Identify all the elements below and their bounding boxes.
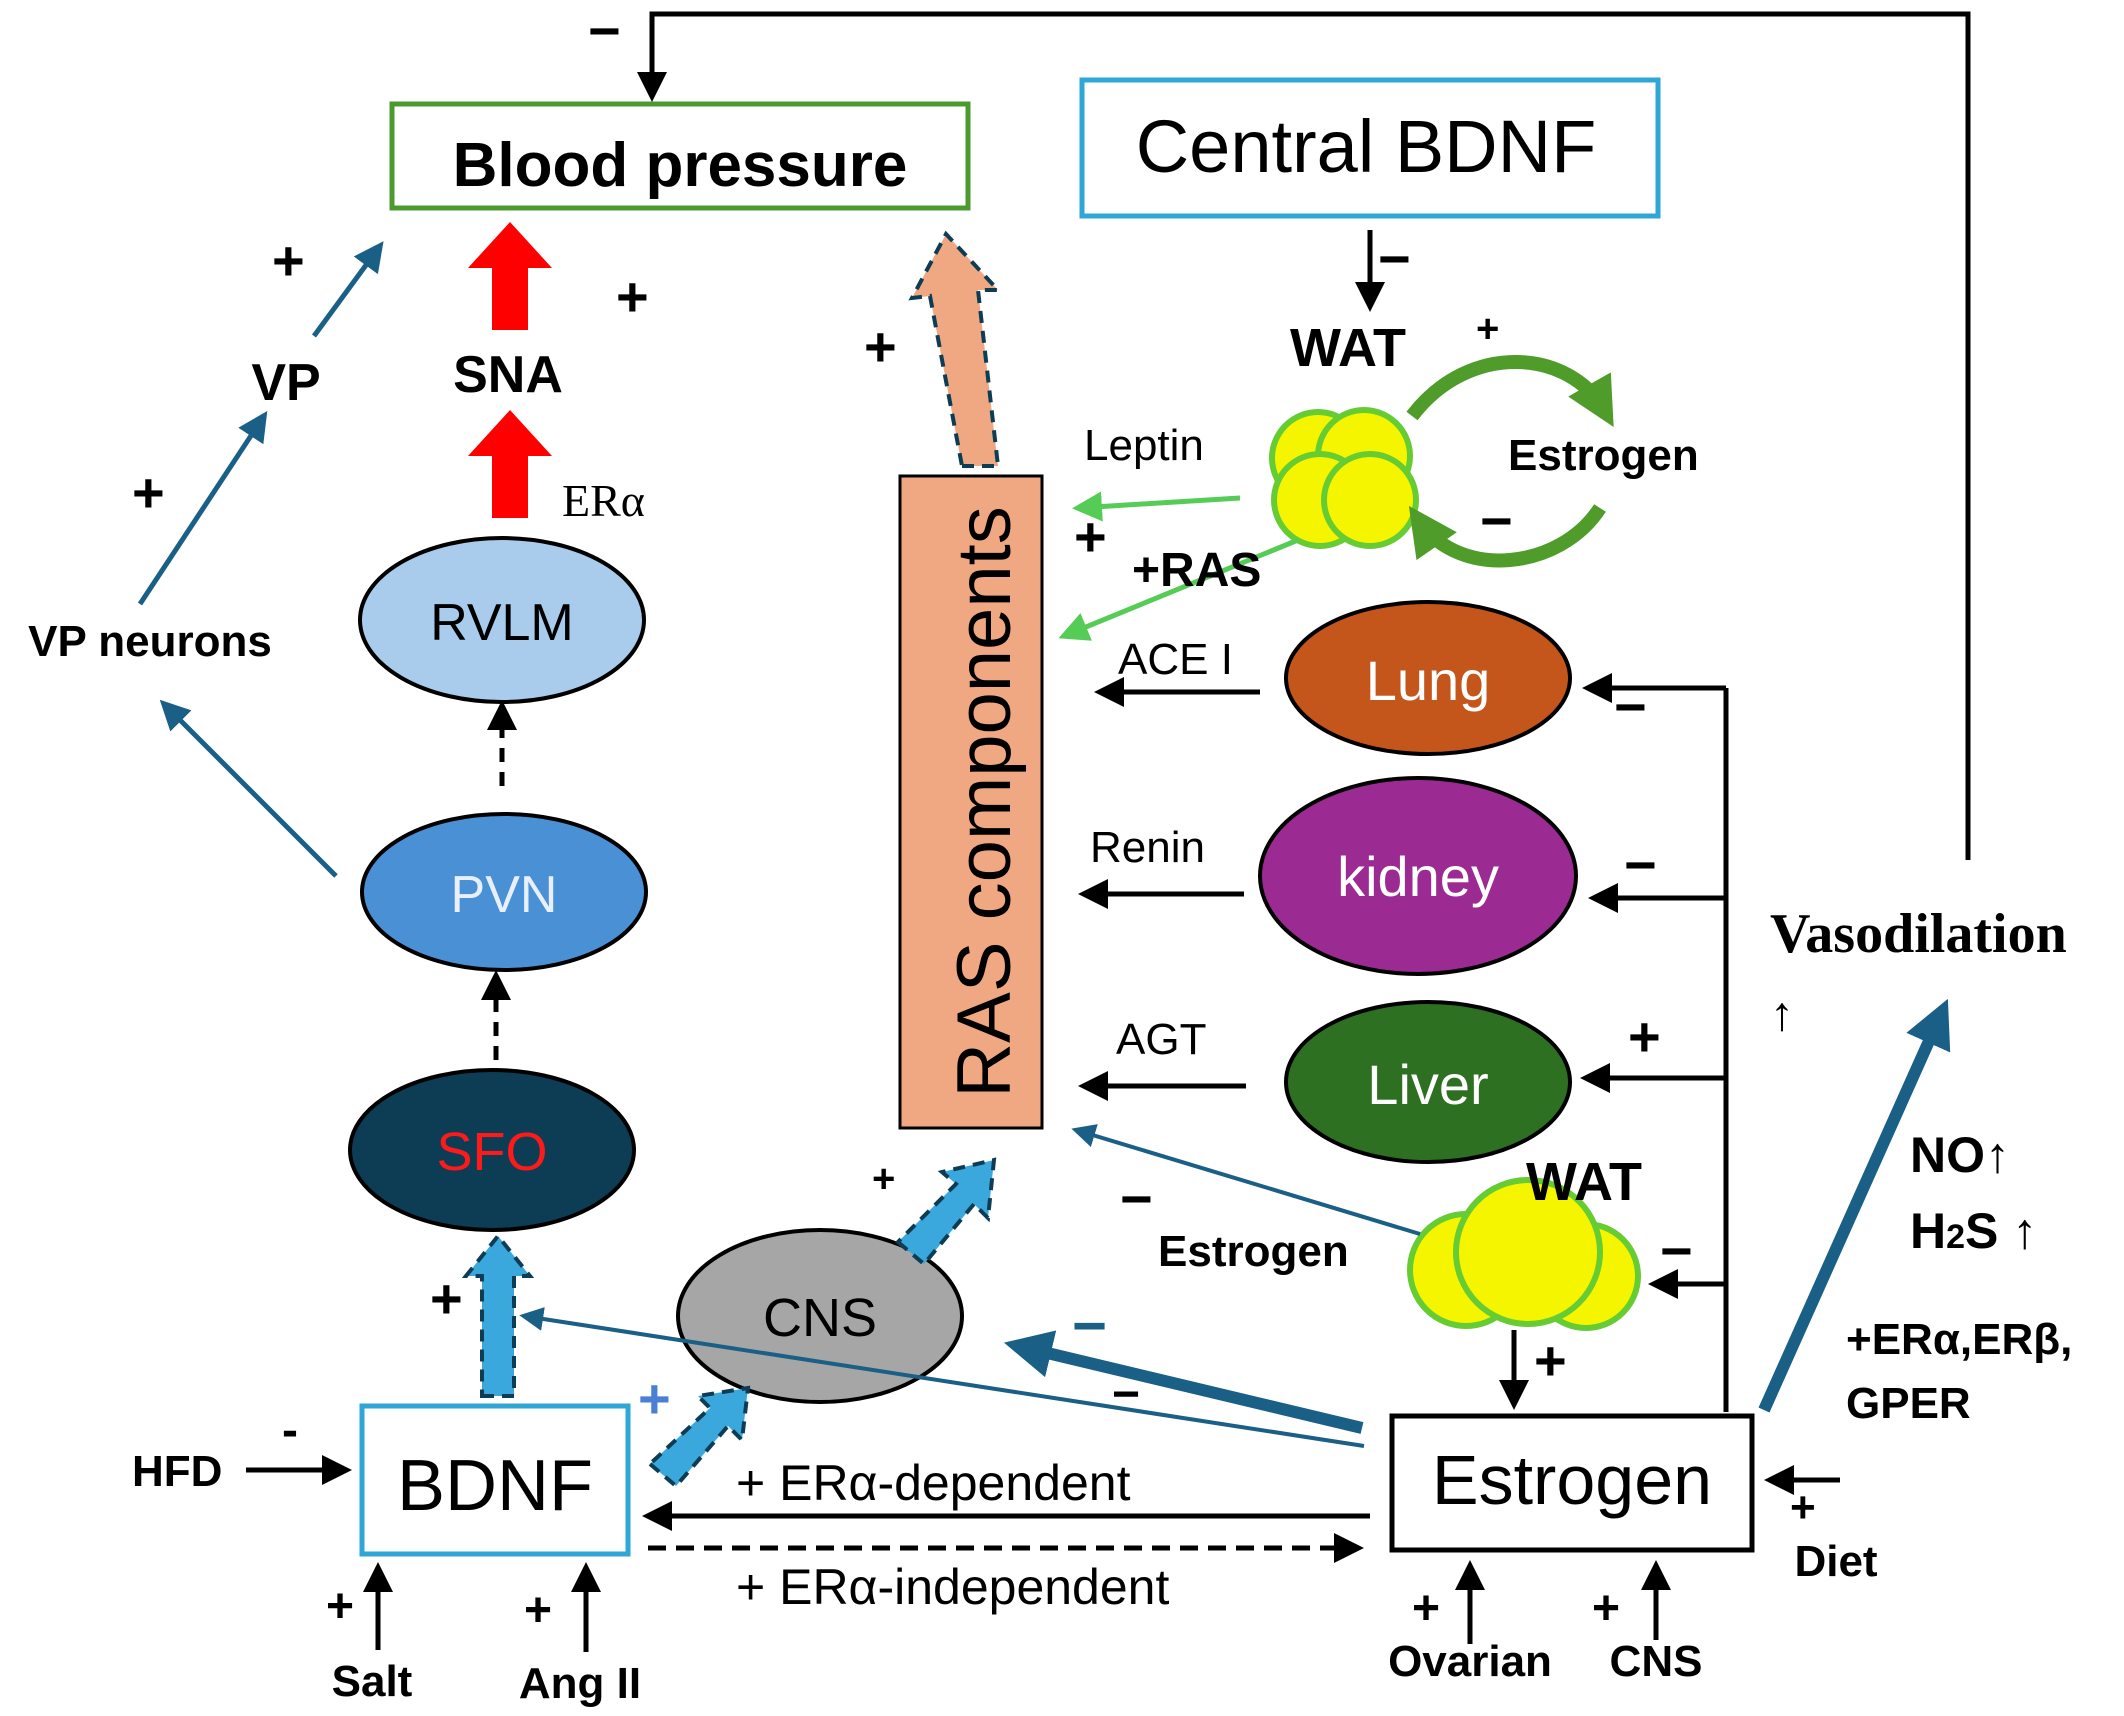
wat-top-fat-cluster [1269, 407, 1419, 549]
renin-label: Renin [1090, 823, 1205, 872]
wat-estrogen-cycle-arrow-bottom [1408, 504, 1606, 568]
estrogen-node: Estrogen [1389, 1413, 1755, 1553]
vasodilation-label: Vasodilation [1770, 903, 2067, 965]
plus-sign: + [1476, 307, 1499, 351]
vasodilation-feedback-arrow [637, 11, 1971, 860]
wat-top-label: WAT [1290, 318, 1406, 378]
era-independent-label: + ERα-independent [736, 1559, 1169, 1615]
lung-node: Lung [1284, 600, 1572, 756]
ras-plus-label: +RAS [1132, 544, 1261, 597]
era-dependent-label: + ERα-dependent [736, 1455, 1131, 1511]
plus-sign: + [430, 1267, 463, 1330]
ras-components-label: RAS components [942, 506, 1027, 1097]
cns-node: CNS [676, 1228, 964, 1404]
rvlm-label: RVLM [430, 594, 574, 652]
vp-label: VP [251, 354, 320, 412]
blood-pressure-label: Blood pressure [453, 131, 908, 200]
vp-neurons-to-vp-arrow [137, 410, 268, 606]
agt-label: AGT [1116, 1015, 1206, 1064]
er-alpha-label: ERα [562, 475, 645, 526]
minus-hyphen-sign: - [282, 1404, 298, 1457]
wat-estrogen-cycle-arrow-top [1406, 355, 1614, 428]
bdnf-node: BDNF [359, 1403, 631, 1557]
ovarian-label: Ovarian [1388, 1637, 1552, 1686]
ang-ii-label: Ang II [519, 1659, 641, 1708]
bdnf-to-cns-arrow [646, 1385, 751, 1489]
minus-sign: − [1480, 489, 1513, 552]
ras-to-blood-pressure-arrow [908, 230, 1003, 468]
pvn-label: PVN [451, 866, 558, 924]
cns-bottom-label: CNS [1610, 1637, 1703, 1686]
sna-label: SNA [453, 346, 563, 404]
leptin-arrow [1072, 491, 1241, 522]
kidney-label: kidney [1337, 845, 1499, 908]
wat-bottom-fat-cluster [1407, 1177, 1641, 1331]
lung-label: Lung [1366, 649, 1491, 712]
sna-red-arrows [468, 222, 552, 518]
plus-sign: + [864, 315, 897, 378]
plus-sign: + [1628, 1005, 1661, 1068]
plus-sign: + [272, 229, 305, 292]
cns-to-ras-arrow [895, 1157, 997, 1267]
wat-ras-arrow [1058, 537, 1299, 641]
pvn-node: PVN [360, 812, 648, 972]
sfo-node: SFO [348, 1068, 636, 1232]
estrogen-cycle-label: Estrogen [1508, 431, 1699, 480]
bdnf-to-sfo-arrow [461, 1232, 535, 1398]
minus-sign: − [1112, 1368, 1140, 1421]
kidney-node: kidney [1258, 776, 1578, 976]
diet-label: Diet [1794, 1537, 1877, 1586]
liver-node: Liver [1284, 1000, 1572, 1164]
plus-sign: + [1592, 1582, 1620, 1635]
plus-sign: + [872, 1157, 895, 1201]
central-bdnf-label: Central BDNF [1136, 105, 1597, 188]
vp-to-blood-pressure-arrow [311, 241, 384, 338]
estrogen-to-sfo-arrow [519, 1307, 1365, 1448]
bdnf-label: BDNF [397, 1446, 593, 1526]
estrogen-to-cns-arrow [1003, 1330, 1364, 1434]
ace-i-label: ACE I [1118, 635, 1233, 684]
minus-sign: − [1120, 1167, 1153, 1230]
plus-sign: + [1790, 1483, 1816, 1532]
estrogen-label: Estrogen [1432, 1441, 1712, 1519]
leptin-label: Leptin [1084, 421, 1204, 470]
vp-neurons-label: VP neurons [28, 617, 272, 666]
plus-sign: + [1534, 1329, 1567, 1392]
liver-label: Liver [1367, 1053, 1488, 1116]
h2s-label: H2S ↑ [1910, 1203, 2037, 1259]
minus-sign: − [1378, 227, 1411, 290]
vasodilation-arrow-label: ↑ [1770, 988, 1794, 1041]
estrogen-left-label: Estrogen [1158, 1227, 1349, 1276]
estrogen-to-vasodilation-arrow [1758, 998, 1951, 1413]
central-bdnf-node: Central BDNF [1079, 77, 1661, 219]
plus-sign: + [616, 265, 649, 328]
wat-bottom-label: WAT [1526, 1152, 1642, 1212]
minus-sign: − [1072, 1292, 1107, 1359]
hfd-label: HFD [132, 1447, 222, 1496]
minus-sign: − [1624, 833, 1657, 896]
pvn-to-vp-neurons-arrow [159, 699, 338, 878]
plus-sign: + [524, 1584, 552, 1637]
plus-sign: + [1412, 1582, 1440, 1635]
minus-sign: − [1660, 1219, 1693, 1282]
rvlm-node: RVLM [358, 536, 646, 704]
minus-sign: − [1614, 675, 1647, 738]
no-label: NO↑ [1910, 1127, 2010, 1183]
receptors-label-line2: GPER [1846, 1379, 1971, 1428]
wat-estrogen-to-ras-arrow [1071, 1124, 1421, 1236]
plus-sign: + [326, 1580, 354, 1633]
plus-sign: + [638, 1367, 671, 1430]
signs: − − + − + + + + + − − + − + − − − + + + … [132, 0, 1816, 1637]
plus-sign: + [1074, 505, 1107, 568]
blood-pressure-node: Blood pressure [389, 101, 971, 211]
receptors-label-line1: +ERα,ERβ, [1846, 1315, 2072, 1364]
sfo-label: SFO [436, 1122, 547, 1182]
ras-components-node: RAS components [898, 474, 1044, 1130]
salt-label: Salt [332, 1657, 413, 1706]
minus-sign: − [588, 0, 621, 62]
plus-sign: + [132, 461, 165, 524]
cns-label: CNS [763, 1288, 877, 1348]
